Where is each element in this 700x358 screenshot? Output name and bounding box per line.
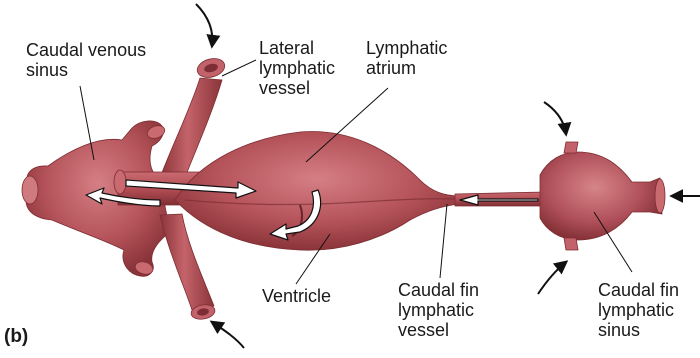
arrow-into-lateral-vessel-bottom [212, 322, 244, 348]
label-caudal-fin-lymphatic-sinus-line3: sinus [598, 320, 679, 340]
label-caudal-venous-sinus-line1: Caudal venous [26, 40, 146, 60]
label-caudal-fin-lymphatic-vessel-line1: Caudal fin [398, 280, 479, 300]
leader-lateral-lymphatic-vessel [222, 60, 256, 76]
label-lymphatic-atrium: Lymphatic atrium [366, 38, 447, 78]
arrow-into-caudal-sinus-top [544, 102, 566, 134]
label-ventricle: Ventricle [262, 286, 331, 306]
arrow-into-caudal-sinus-bottom [538, 262, 566, 294]
label-caudal-fin-lymphatic-vessel-line2: lymphatic [398, 300, 479, 320]
label-lymphatic-atrium-line2: atrium [366, 58, 447, 78]
arrow-into-lateral-vessel-top [196, 4, 212, 46]
label-caudal-venous-sinus: Caudal venous sinus [26, 40, 146, 80]
panel-label: (b) [4, 327, 28, 347]
label-caudal-fin-lymphatic-sinus-line2: lymphatic [598, 300, 679, 320]
label-lateral-lymphatic-vessel-line1: Lateral [259, 38, 335, 58]
label-lateral-lymphatic-vessel: Lateral lymphatic vessel [259, 38, 335, 98]
label-caudal-fin-lymphatic-vessel-line3: vessel [398, 320, 479, 340]
label-caudal-fin-lymphatic-sinus: Caudal fin lymphatic sinus [598, 280, 679, 340]
label-caudal-fin-lymphatic-sinus-line1: Caudal fin [598, 280, 679, 300]
label-caudal-venous-sinus-line2: sinus [26, 60, 146, 80]
caudal-fin-sinus-shape [540, 142, 665, 250]
label-caudal-fin-lymphatic-vessel: Caudal fin lymphatic vessel [398, 280, 479, 340]
label-ventricle-line1: Ventricle [262, 286, 331, 306]
leader-caudal-fin-lymphatic-vessel [440, 204, 447, 278]
label-lymphatic-atrium-line1: Lymphatic [366, 38, 447, 58]
label-lateral-lymphatic-vessel-line3: vessel [259, 78, 335, 98]
label-lateral-lymphatic-vessel-line2: lymphatic [259, 58, 335, 78]
